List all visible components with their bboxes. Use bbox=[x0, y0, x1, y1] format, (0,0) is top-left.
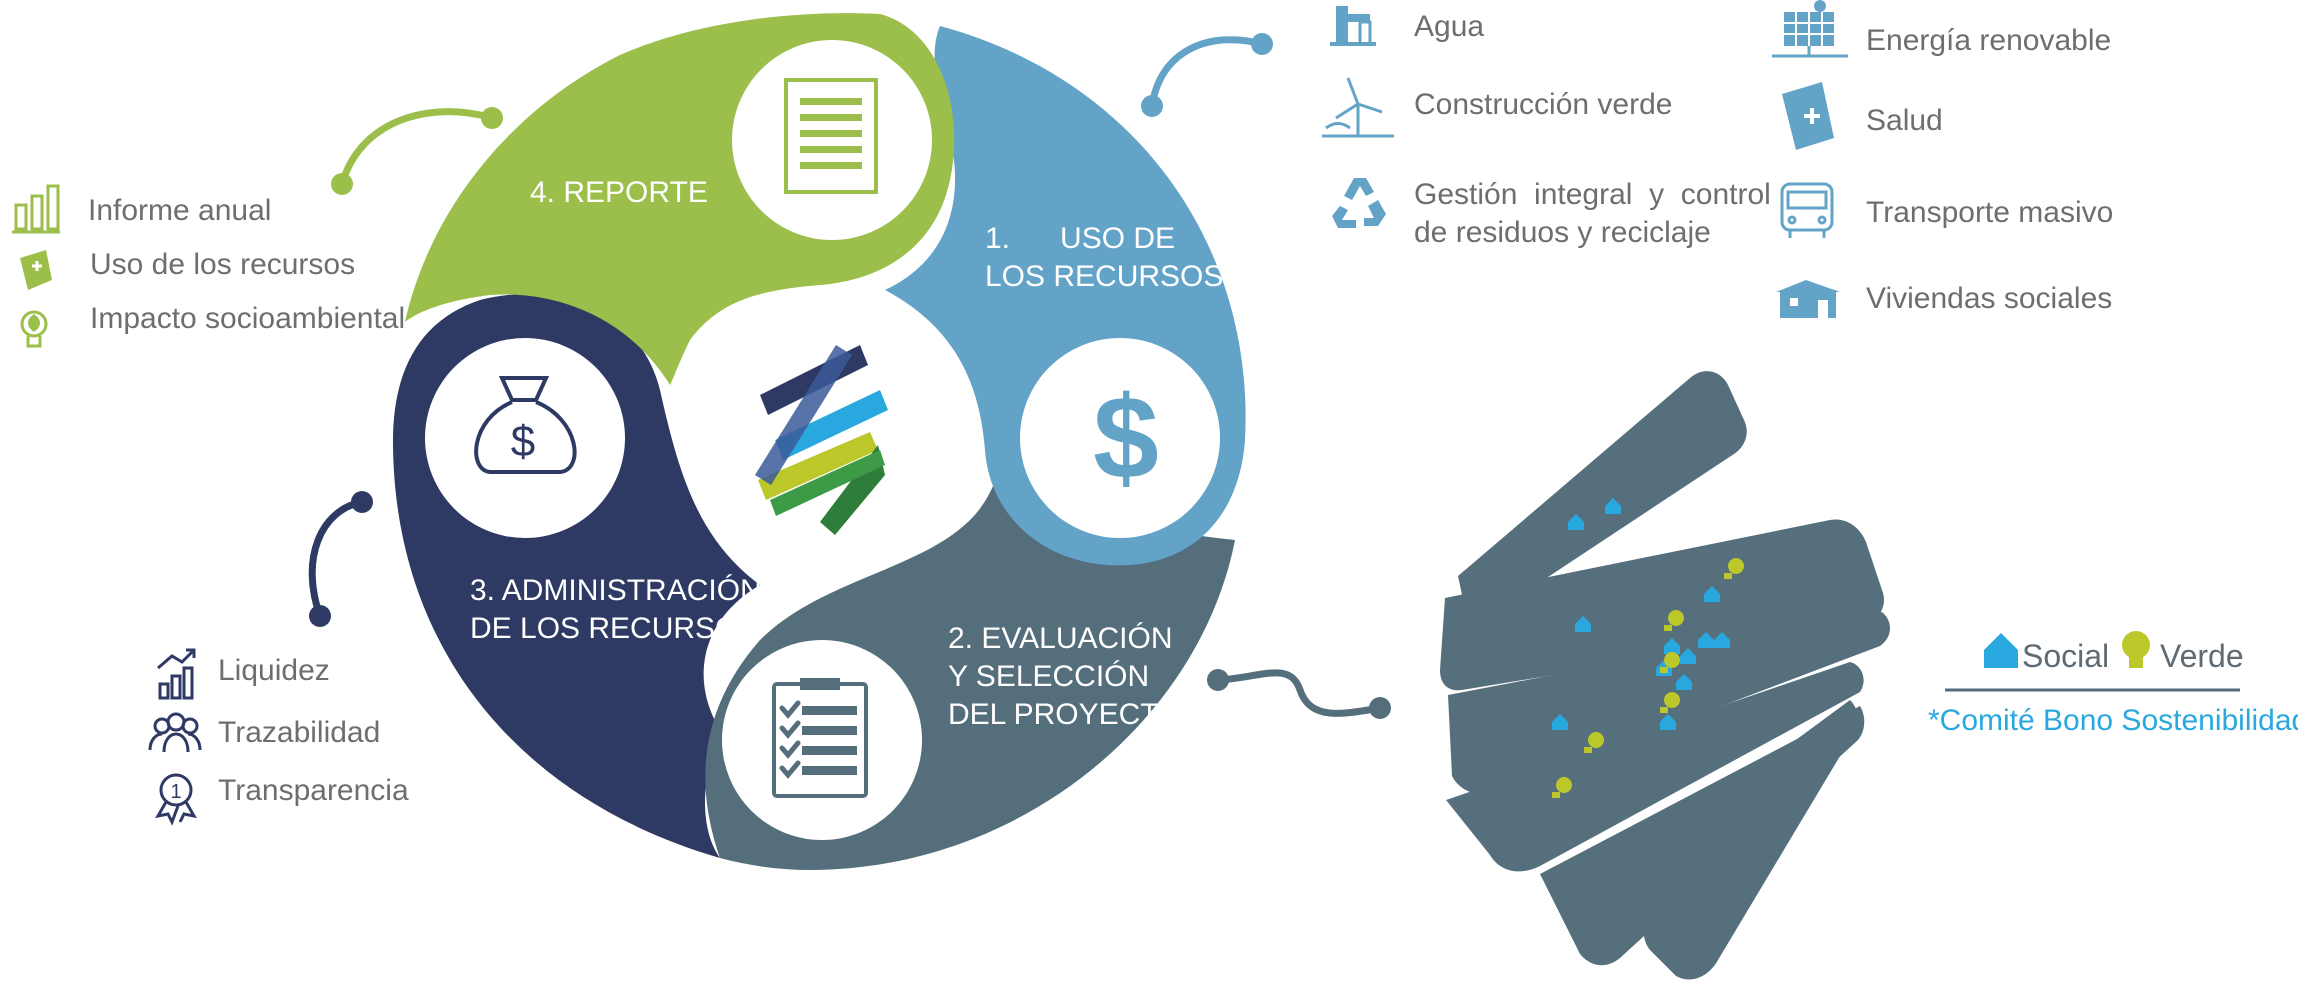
map-graphic bbox=[1440, 371, 1890, 980]
category-agua: Agua bbox=[1414, 10, 1485, 43]
map-icon bbox=[20, 250, 52, 290]
category-residuos-line2: de residuos y reciclaje bbox=[1414, 216, 1711, 249]
step2-label-line2: Y SELECCIÓN bbox=[948, 660, 1150, 693]
category-transporte: Transporte masivo bbox=[1866, 196, 2114, 229]
category-energia: Energía renovable bbox=[1866, 24, 2112, 57]
step2-label-line3: DEL PROYECTO bbox=[948, 698, 1182, 731]
bar-chart-icon bbox=[12, 184, 60, 234]
dollar-icon: $ bbox=[1093, 372, 1159, 504]
step4-circle bbox=[732, 40, 932, 240]
admin-item-liquidez: Liquidez bbox=[218, 654, 330, 687]
report-item-uso: Uso de los recursos bbox=[90, 248, 356, 281]
solar-panel-icon bbox=[1772, 0, 1848, 58]
step2-circle bbox=[722, 640, 922, 840]
category-residuos-line1: Gestión integral y control bbox=[1414, 178, 1771, 211]
report-item-informe: Informe anual bbox=[88, 194, 272, 227]
water-tap-icon bbox=[1330, 6, 1376, 46]
connector-step4 bbox=[331, 107, 503, 195]
bulb-leaf-icon bbox=[20, 310, 48, 348]
bus-icon bbox=[1780, 182, 1834, 238]
step2-label: 2. EVALUACIÓN Y SELECCIÓN DEL PROYECTO bbox=[948, 620, 1181, 734]
document-icon bbox=[784, 78, 878, 194]
wind-turbine-icon bbox=[1322, 77, 1394, 138]
connector-step1 bbox=[1141, 33, 1273, 117]
step1-label-line1: 1. USO DE bbox=[985, 222, 1176, 255]
step2-label-line1: 2. EVALUACIÓN bbox=[948, 622, 1173, 655]
connector-step2 bbox=[1207, 669, 1391, 719]
verde-legend-icon bbox=[2122, 631, 2150, 668]
step1-label-line2: LOS RECURSOS bbox=[985, 260, 1224, 293]
legend-social-label: Social bbox=[2022, 638, 2110, 674]
step3-label-line1: 3. ADMINISTRACIÓN bbox=[470, 574, 762, 607]
category-residuos: Gestión integral y control de residuos y… bbox=[1414, 176, 1771, 252]
recycle-icon bbox=[1332, 178, 1386, 228]
admin-item-transparencia: Transparencia bbox=[218, 774, 409, 807]
step1-circle bbox=[1020, 338, 1220, 538]
checklist-icon bbox=[772, 678, 868, 798]
svg-text:1: 1 bbox=[170, 781, 181, 803]
report-item-impacto: Impacto socioambiental bbox=[90, 302, 406, 335]
step3-label-line2: DE LOS RECURSOS bbox=[470, 612, 759, 645]
health-icon bbox=[1782, 82, 1834, 150]
admin-item-trazabilidad: Trazabilidad bbox=[218, 716, 381, 749]
svg-text:$: $ bbox=[511, 417, 535, 466]
growth-chart-icon bbox=[157, 648, 196, 700]
map-markers-verde bbox=[1552, 558, 1744, 798]
award-icon: 1 bbox=[155, 773, 197, 826]
step3-circle bbox=[425, 338, 625, 538]
social-legend-icon bbox=[1984, 633, 2018, 668]
connector-step3 bbox=[308, 491, 373, 627]
legend-verde-label: Verde bbox=[2160, 638, 2244, 674]
category-viviendas: Viviendas sociales bbox=[1866, 282, 2113, 315]
step4-label: 4. REPORTE bbox=[530, 176, 708, 209]
svg-text:$: $ bbox=[1093, 372, 1159, 504]
money-bag-icon: $ bbox=[474, 376, 577, 474]
category-construccion: Construcción verde bbox=[1414, 88, 1673, 121]
legend-note: *Comité Bono Sostenibilidad bbox=[1928, 704, 2298, 737]
logo-icon bbox=[755, 345, 888, 535]
step1-label: 1. USO DE LOS RECURSOS bbox=[985, 220, 1223, 296]
category-salud: Salud bbox=[1866, 104, 1943, 137]
step3-label: 3. ADMINISTRACIÓN DE LOS RECURSOS bbox=[470, 572, 762, 648]
people-icon bbox=[148, 712, 202, 753]
house-icon bbox=[1776, 280, 1840, 318]
